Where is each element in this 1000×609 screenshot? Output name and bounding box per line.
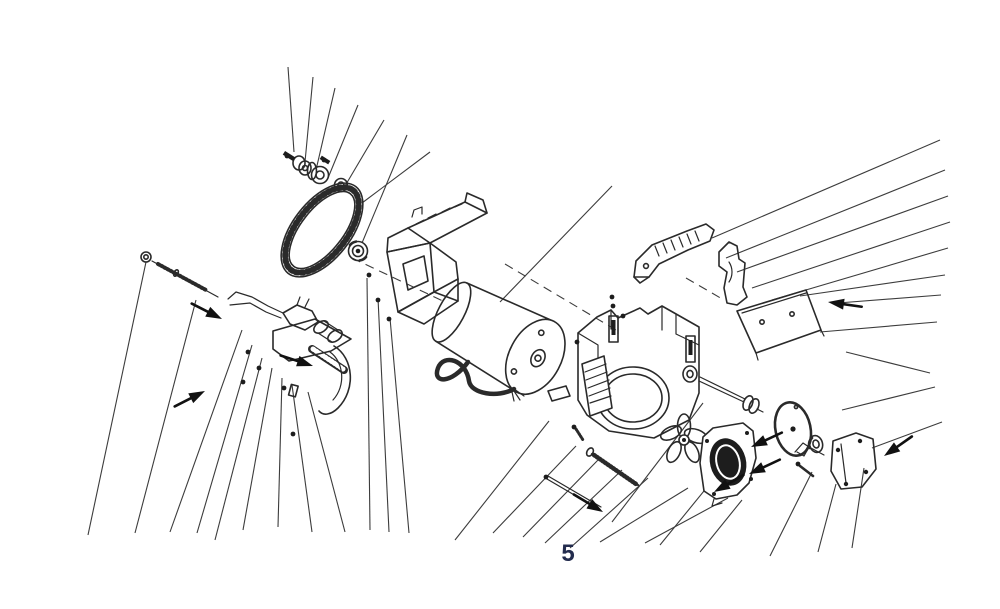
motor-wire <box>434 357 517 397</box>
slot-bracket-2 <box>685 335 696 363</box>
corner-bracket <box>794 432 877 490</box>
mounting-plate <box>736 289 825 361</box>
slot-bracket <box>608 315 619 343</box>
drive-belt <box>280 182 364 278</box>
page-number: 5 <box>561 540 575 567</box>
bolt-arrows <box>173 298 914 512</box>
motor-pulley <box>347 240 369 262</box>
tension-lever-assembly <box>140 251 352 415</box>
belt-disc <box>773 401 813 457</box>
handle-bracket <box>633 223 715 284</box>
clamp-bracket <box>718 241 748 306</box>
long-bolt <box>585 447 640 487</box>
belt-teeth <box>282 184 362 276</box>
motor-wire-ends <box>511 388 525 402</box>
motor-mount-housing <box>386 192 488 325</box>
leader-lines <box>87 66 951 557</box>
blower-housing <box>577 305 700 439</box>
small-screw <box>574 427 585 442</box>
motor <box>431 281 566 395</box>
fan-shaft-assembly <box>682 365 764 414</box>
axis-centerlines <box>351 257 725 331</box>
fan-cover <box>699 422 757 507</box>
screw-head-dots <box>240 153 626 480</box>
spacer-plate <box>547 385 571 402</box>
